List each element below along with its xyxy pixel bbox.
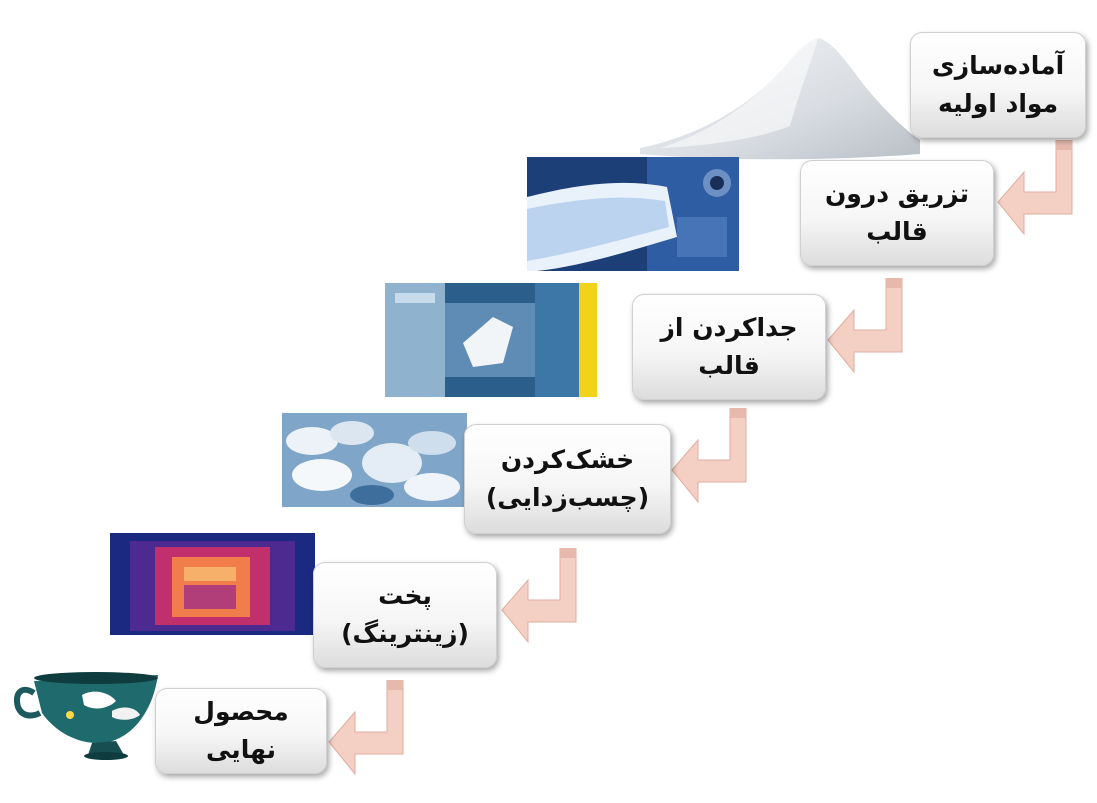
drying-parts-image: [282, 413, 467, 507]
injection-machine-image: [527, 157, 739, 271]
step-demolding: جداکردن از قالب: [632, 294, 826, 400]
flow-arrow-5: [328, 680, 404, 776]
flow-arrow-3: [671, 408, 747, 504]
step-mold-injection: تزریق درون قالب: [800, 160, 994, 266]
flow-arrow-4: [501, 548, 577, 644]
step-final-product: محصول نهایی: [155, 688, 327, 774]
powder-pile-image: [640, 38, 920, 160]
flow-arrow-1: [997, 140, 1073, 236]
sintering-thermal-image: [110, 533, 315, 635]
step-sintering: پخت (زینترینگ): [313, 562, 497, 668]
flow-arrow-2: [827, 278, 903, 374]
step-raw-material-prep: آماده‌سازی مواد اولیه: [910, 32, 1086, 138]
demolding-image: [385, 283, 597, 397]
ceramic-cup-image: [14, 672, 158, 760]
step-drying: خشک‌کردن (چسب‌زدایی): [464, 424, 671, 534]
